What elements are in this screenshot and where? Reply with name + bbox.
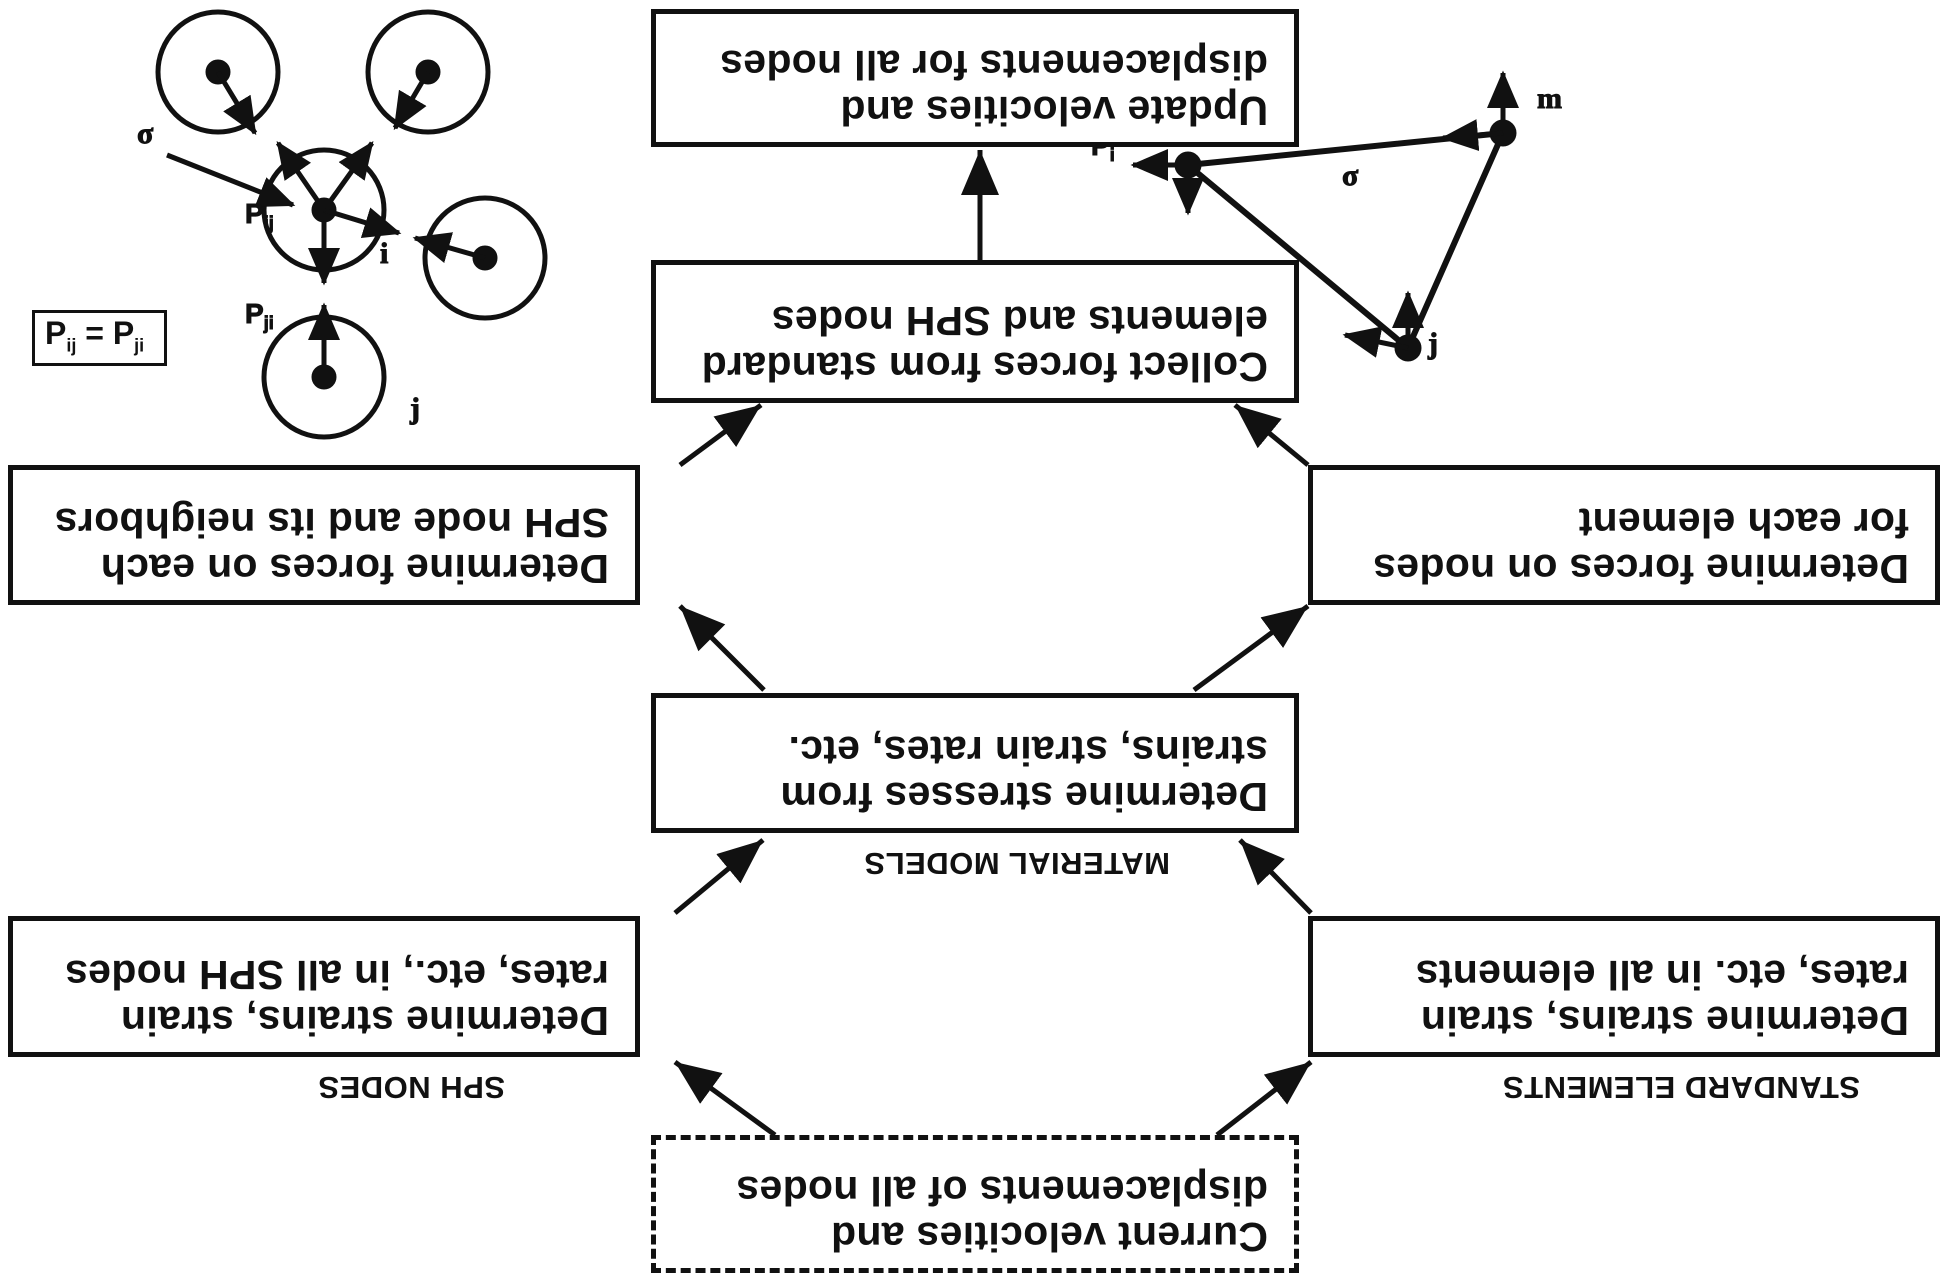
heading-material-models: MATERIAL MODELS <box>863 846 1170 881</box>
eq-right-sub: ji <box>134 335 145 356</box>
arrow-current-to-strains-sph <box>1215 1060 1313 1137</box>
flow-arrows <box>673 150 1313 1138</box>
box-collect-line-2: elements and SPH nodes <box>771 298 1268 344</box>
box-forces-sph: Determine forces on each SPH node and it… <box>8 465 640 605</box>
box-collect-forces: Collect forces from standard elements an… <box>651 260 1299 403</box>
box-strains-elements-line-2: rates, etc. in all elements <box>1415 952 1910 998</box>
element-label-j: j <box>1427 327 1438 360</box>
sph-stress-pointer <box>166 152 296 208</box>
force-arrow-m-right <box>1440 119 1504 152</box>
box-current-line-2: displacements of all nodes <box>736 1168 1268 1214</box>
arrow-current-to-strains-elements <box>673 1059 777 1138</box>
sph-label-j: j <box>409 392 420 425</box>
element-label-m: m <box>1537 82 1562 115</box>
arrow-strains-sph-to-stresses <box>1238 838 1313 915</box>
sph-figure: σ i j Pij Pji <box>137 9 548 440</box>
sph-force-label-pij: Pij <box>245 198 274 233</box>
box-forces-elements-line-2: for each element <box>1578 500 1909 546</box>
box-strains-elements-line-1: Determine strains, strain <box>1420 998 1909 1044</box>
arrow-forces-sph-to-collect <box>678 402 763 468</box>
heading-standard-elements: STANDARD ELEMENTS <box>1502 1070 1860 1105</box>
box-update-line-1: Update velocities and <box>840 88 1268 134</box>
box-stresses: Determine stresses from strains, strain … <box>651 693 1299 833</box>
arrow-strains-elements-to-stresses <box>673 838 765 915</box>
sph-stress-label: σ <box>137 117 154 150</box>
sph-arrow-upper-right-to-i <box>392 70 431 131</box>
element-stress-label: σ <box>1342 159 1359 192</box>
element-triangle <box>1180 129 1508 353</box>
sph-arrow-i-to-upper-left <box>275 140 327 212</box>
heading-sph-nodes: SPH NODES <box>317 1070 505 1105</box>
sph-arrow-right-to-i <box>412 232 486 263</box>
sph-arrow-upper-left-to-i <box>215 70 258 136</box>
box-update-line-2: displacements for all nodes <box>719 42 1268 88</box>
sph-arrow-i-to-right <box>323 207 402 239</box>
sph-arrow-i-to-upper-right <box>321 140 375 212</box>
box-collect-line-1: Collect forces from standard <box>701 344 1268 390</box>
box-forces-sph-line-2: SPH node and its neighbors <box>54 500 609 546</box>
box-strains-sph: Determine strains, strain rates, etc., i… <box>8 916 640 1057</box>
arrow-stresses-to-forces-elements <box>1192 603 1310 693</box>
sph-label-i: i <box>380 237 388 270</box>
eq-left-sub: ij <box>66 335 77 356</box>
force-arrow-j-right <box>1342 326 1409 358</box>
box-strains-sph-line-2: rates, etc., in all SPH nodes <box>64 952 609 998</box>
arrow-stresses-to-forces-sph <box>678 604 766 692</box>
eq-middle: = P <box>76 315 135 351</box>
box-strains-elements: Determine strains, strain rates, etc. in… <box>1308 916 1940 1057</box>
box-stresses-line-1: Determine stresses from <box>780 774 1268 820</box>
eq-left: P <box>45 315 67 351</box>
arrow-forces-elements-to-collect <box>1233 403 1310 467</box>
box-current-line-1: Current velocities and <box>830 1214 1268 1260</box>
box-current-velocities: Current velocities and displacements of … <box>651 1135 1299 1273</box>
box-stresses-line-2: strains, strain rates, etc. <box>788 728 1268 774</box>
box-forces-elements: Determine forces on nodes for each eleme… <box>1308 465 1940 605</box>
box-update-velocities: Update velocities and displacements for … <box>651 9 1299 147</box>
box-strains-sph-line-1: Determine strains, strain <box>120 998 609 1044</box>
box-forces-elements-line-1: Determine forces on nodes <box>1372 546 1909 592</box>
box-forces-sph-line-1: Determine forces on each <box>100 546 610 592</box>
sph-particle-upper-right <box>365 9 491 135</box>
sph-force-label-pji: Pji <box>245 298 274 333</box>
sph-equation-box: Pij = Pji <box>32 310 167 366</box>
sph-particle-upper-left <box>155 9 281 135</box>
